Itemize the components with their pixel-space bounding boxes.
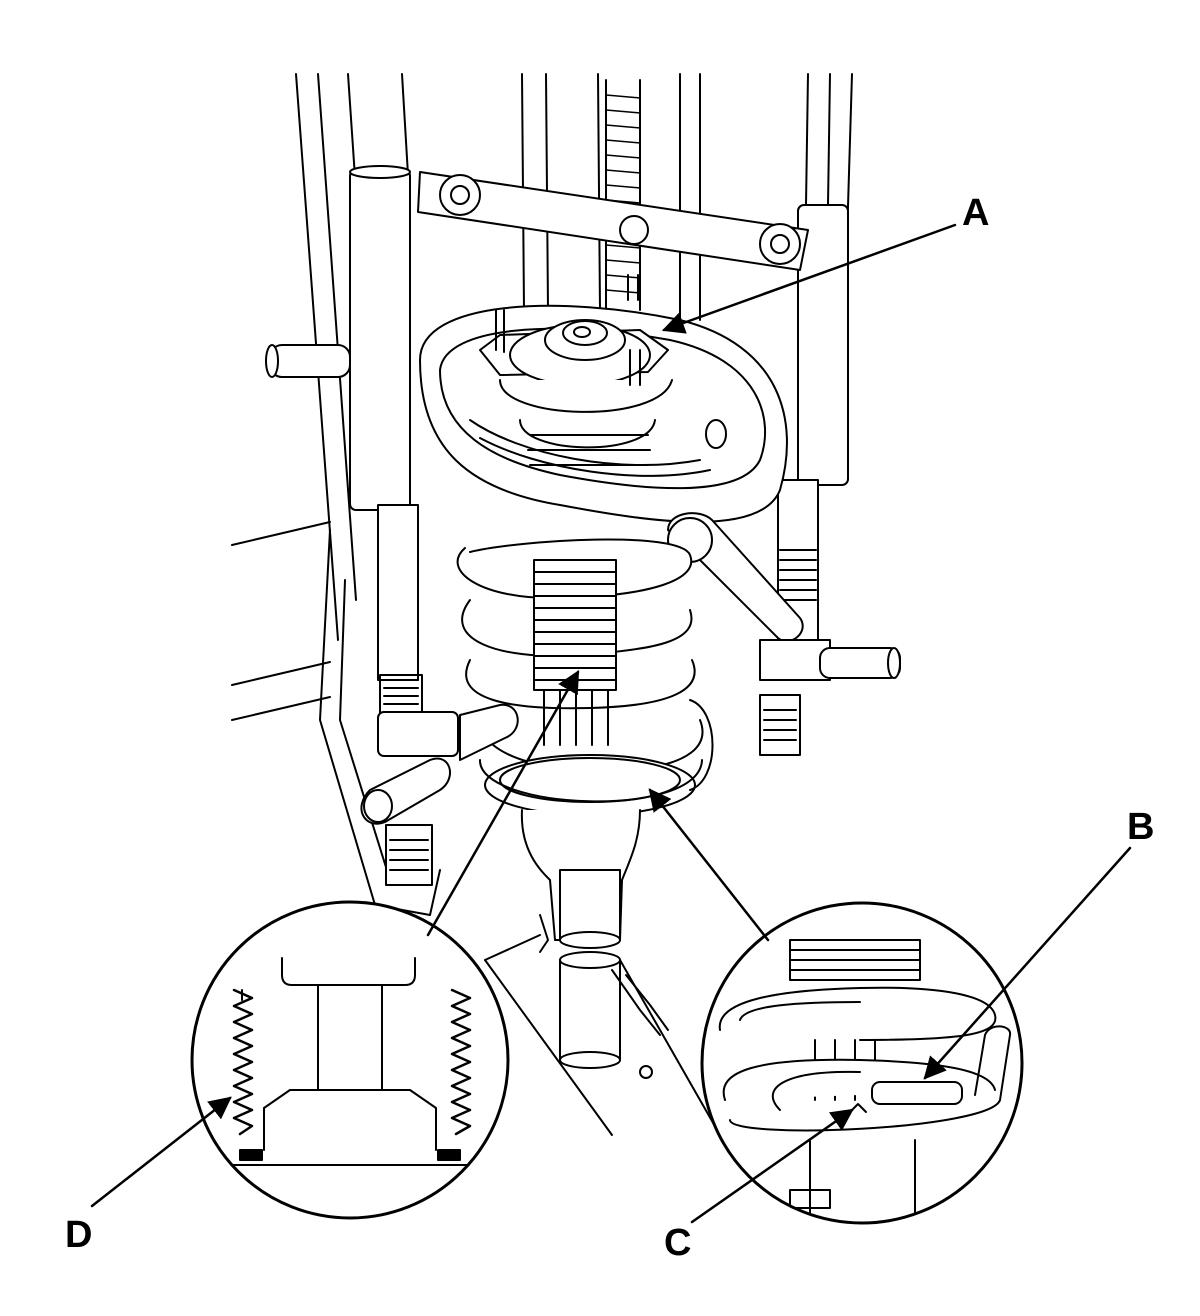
right-adjuster-arm [667,512,901,681]
upper-mount [479,274,673,466]
leader-c [690,1108,854,1224]
callout-label-b: B [1127,806,1155,848]
left-side-handle [265,344,351,378]
detail-d [190,900,510,1220]
leader-d [90,1096,232,1208]
leader-detail-bc [648,788,770,942]
leader-b [923,846,1132,1080]
detail-bc [700,901,1024,1225]
top-crossbar [417,171,809,271]
compressor-frame [295,73,853,916]
leader-lines [90,223,1132,1224]
callout-label-a: A [962,192,990,234]
left-adjuster-arm [360,703,519,825]
callout-label-c: C [664,1222,692,1264]
leader-a [661,223,957,334]
coil-spring [456,538,704,772]
callout-label-d: D [65,1214,93,1256]
leader-detail-d [426,670,580,937]
strut-body [520,809,669,1079]
